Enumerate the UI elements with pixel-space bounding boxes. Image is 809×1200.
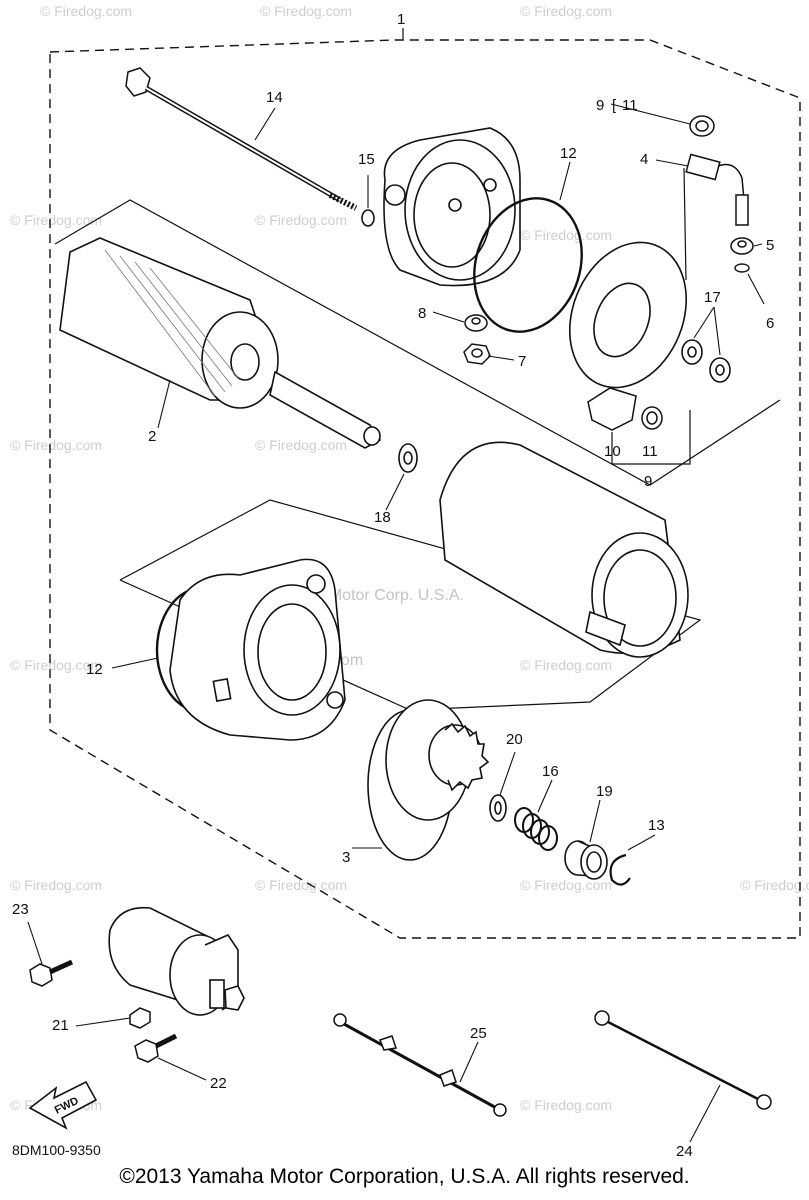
callout-19: 19 [596, 783, 613, 800]
callout-3: 3 [342, 849, 350, 866]
housing-plane [119, 499, 702, 711]
watermark-text: © Firedog.com [740, 877, 809, 893]
fwd-arrow-icon: FWD [28, 1080, 98, 1130]
callout-13: 13 [648, 817, 665, 834]
watermark-text: © Firedog.com [10, 212, 102, 228]
starter-cable-25 [333, 1013, 507, 1117]
circlip-13 [609, 853, 631, 886]
callout-1: 1 [397, 11, 405, 28]
brush-plate [568, 241, 688, 389]
callout-25: 25 [470, 1025, 487, 1042]
watermark-text: © Firedog.com [520, 227, 612, 243]
callout-24: 24 [676, 1143, 693, 1160]
starter-motor-assembled [108, 906, 245, 1016]
callout-11: 11 [642, 443, 658, 460]
watermark-text: © Firedog.com [520, 877, 612, 893]
callout-12-left: 12 [86, 661, 103, 678]
nut-7 [463, 343, 491, 365]
washer-18 [398, 443, 418, 473]
watermark-text: © Firedog.com [260, 3, 352, 19]
callout-8: 8 [418, 305, 426, 322]
callout-4: 4 [640, 151, 648, 168]
callout-18: 18 [374, 509, 391, 526]
watermark-text: © Firedog.com [40, 3, 132, 19]
brush-10 [587, 387, 637, 431]
armature-windings [104, 249, 239, 397]
callout-21: 21 [52, 1017, 69, 1034]
brush-spring-11 [641, 406, 663, 430]
callout-23: 23 [12, 901, 29, 918]
callout-9-range: 11 [622, 97, 638, 114]
part-code: 8DM100-9350 [12, 1142, 101, 1158]
front-cover [169, 558, 346, 741]
washer-8 [464, 314, 488, 332]
callout-6: 6 [766, 315, 774, 332]
leader-lines [27, 103, 765, 1143]
watermark-text: © Firedog.com [520, 3, 612, 19]
watermark-text: © Firedog.com [255, 212, 347, 228]
callout-9-bottom: 9 [644, 473, 652, 490]
spring-16 [514, 807, 558, 851]
callout-15: 15 [358, 151, 375, 168]
o-ring-6 [734, 263, 750, 273]
callout-12-top: 12 [560, 145, 577, 162]
callout-5: 5 [766, 237, 774, 254]
rear-cover [383, 127, 521, 287]
watermark-text: © Firedog.com [255, 437, 347, 453]
o-ring-large-rear [473, 197, 583, 333]
armature [59, 237, 382, 449]
ground-lead-24 [594, 1010, 772, 1110]
watermark-text: © Firedog.com [10, 877, 102, 893]
callout-22: 22 [210, 1075, 227, 1092]
kit-bracket-9 [611, 410, 691, 465]
assembly-boundary [49, 39, 801, 939]
callout-14: 14 [266, 89, 283, 106]
bolt-22 [134, 1033, 178, 1063]
washers-17 [681, 339, 731, 383]
watermark-text: © Firedog.com [520, 1097, 612, 1113]
callout-7: 7 [518, 353, 526, 370]
callout-10: 10 [604, 443, 621, 460]
yoke-housing [439, 441, 689, 658]
watermark-text: © Firedog.com [520, 657, 612, 673]
grommet-5 [730, 237, 754, 255]
watermark-text: © Firedog.com [255, 877, 347, 893]
brush-spring-top [689, 115, 715, 137]
o-ring-small [361, 209, 375, 227]
callout-2: 2 [148, 428, 156, 445]
through-bolt [125, 67, 358, 211]
armature-plane [54, 199, 781, 486]
callout-16: 16 [542, 763, 559, 780]
callout-numbers: 2 3 4 5 6 7 8 9 [ 11 9 10 11 12 12 13 14… [12, 89, 774, 1160]
bolt-23 [29, 959, 74, 987]
copyright-notice: ©2013 Yamaha Motor Corporation, U.S.A. A… [119, 1165, 690, 1188]
callout-9-top: 9 [596, 97, 604, 114]
pinion-gear-assembly [367, 699, 490, 861]
washer-20 [489, 794, 507, 822]
collar-19 [564, 840, 608, 880]
callout-20: 20 [506, 731, 523, 748]
brush-lead [685, 153, 749, 226]
watermark-text: © Firedog.com [10, 657, 102, 673]
nut-21 [129, 1007, 151, 1029]
callout-9-bracket: [ [612, 97, 617, 114]
callout-17: 17 [704, 289, 721, 306]
watermark-text: © Firedog.com [10, 437, 102, 453]
